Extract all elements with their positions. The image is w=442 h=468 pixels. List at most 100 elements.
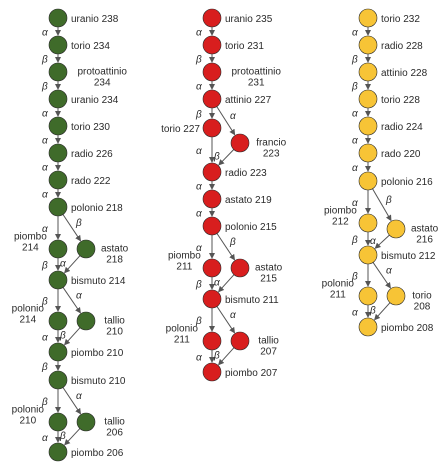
decay-arrow-po218-at218 <box>62 214 82 242</box>
decay-symbol-alpha: α <box>76 391 82 402</box>
decay-symbol-beta: β <box>41 261 48 272</box>
nuclide-label-po218: polonio 218 <box>71 203 123 214</box>
nuclide-label-line: tallio <box>104 316 125 327</box>
nuclide-label-line: 206 <box>106 428 123 439</box>
nuclide-node-th228 <box>358 89 378 109</box>
decay-symbol-alpha: α <box>196 182 202 193</box>
nuclide-label-line: bismuto 214 <box>71 276 126 287</box>
decay-symbol-alpha: α <box>352 308 358 319</box>
nuclide-label-line: francio <box>256 138 286 149</box>
nuclide-node-th234 <box>48 35 68 55</box>
decay-symbol-beta: β <box>59 331 66 342</box>
nuclide-node-pb206 <box>48 442 68 462</box>
nuclide-node-fr223 <box>230 133 250 153</box>
decay-symbol-alpha: α <box>214 278 220 289</box>
nuclide-node-tl207 <box>230 331 250 351</box>
nuclide-node-tl206 <box>76 412 96 432</box>
decay-symbol-beta: β <box>75 218 82 229</box>
nuclide-label-line: 210 <box>106 327 123 338</box>
nuclide-label-line: 231 <box>248 78 265 89</box>
nuclide-label-line: protoattinio <box>231 67 281 78</box>
decay-symbol-alpha: α <box>386 266 392 277</box>
nuclide-label-th228: torio 228 <box>381 95 420 106</box>
nuclide-label-line: radio 223 <box>225 168 267 179</box>
nuclide-label-bi210: bismuto 210 <box>71 376 126 387</box>
nuclide-label-po216: polonio 216 <box>381 177 433 188</box>
nuclide-node-tl210 <box>76 311 96 331</box>
nuclide-label-ra228: radio 228 <box>381 41 423 52</box>
nuclide-node-po218 <box>48 197 68 217</box>
nuclide-node-bi212 <box>358 245 378 265</box>
nuclide-label-line: 214 <box>19 315 36 326</box>
nuclide-node-th232 <box>358 8 378 28</box>
nuclide-label-line: rado 222 <box>71 176 111 187</box>
decay-symbol-beta: β <box>213 351 220 362</box>
decay-symbol-alpha: α <box>230 111 236 122</box>
nuclide-label-line: polonio <box>166 324 199 335</box>
decay-arrow-ac227-fr223 <box>216 106 236 136</box>
decay-symbol-alpha: α <box>196 353 202 364</box>
nuclide-label-line: attinio 227 <box>225 95 272 106</box>
nuclide-node-po210 <box>48 412 68 432</box>
decay-symbol-beta: β <box>351 272 358 283</box>
nuclide-label-ra226: radio 226 <box>71 149 113 160</box>
nuclide-node-u235 <box>202 8 222 28</box>
nuclide-label-line: polonio 215 <box>225 222 277 233</box>
nuclide-label-pb210: piombo 210 <box>71 348 124 359</box>
nuclide-label-line: bismuto 212 <box>381 251 436 262</box>
nuclide-node-pa231 <box>202 62 222 82</box>
decay-symbol-alpha: α <box>352 28 358 39</box>
nuclide-node-pb214 <box>48 239 68 259</box>
nuclide-label-rn222: rado 222 <box>71 176 111 187</box>
decay-symbol-alpha: α <box>60 259 66 270</box>
nuclide-label-line: tallio <box>104 417 125 428</box>
nuclide-label-at219: astato 219 <box>225 195 272 206</box>
decay-symbol-beta: β <box>369 306 376 317</box>
nuclide-label-bi212: bismuto 212 <box>381 251 436 262</box>
decay-symbol-alpha: α <box>42 190 48 201</box>
decay-arrow-tl208-pb208 <box>374 302 391 321</box>
nuclide-node-ra226 <box>48 143 68 163</box>
decay-symbol-alpha: α <box>42 333 48 344</box>
nuclide-label-line: piombo 207 <box>225 368 278 379</box>
decay-symbol-beta: β <box>195 55 202 66</box>
nuclide-label-ac228: attinio 228 <box>381 68 428 79</box>
decay-arrow-bi212-tl208 <box>372 262 391 289</box>
decay-arrow-bi211-tl207 <box>216 306 236 334</box>
nuclide-node-pb212 <box>358 213 378 233</box>
decay-symbol-alpha: α <box>42 163 48 174</box>
nuclide-label-line: torio 231 <box>225 41 264 52</box>
nuclide-node-po216 <box>358 171 378 191</box>
decay-symbol-beta: β <box>41 82 48 93</box>
decay-symbol-alpha: α <box>42 136 48 147</box>
nuclide-label-line: uranio 238 <box>71 14 119 25</box>
nuclide-label-pb208: piombo 208 <box>381 323 434 334</box>
nuclide-label-th232: torio 232 <box>381 14 420 25</box>
decay-arrow-at215-bi211 <box>218 274 235 293</box>
nuclide-label-line: protoattinio <box>77 67 127 78</box>
nuclide-label-line: 207 <box>260 347 277 358</box>
nuclide-label-line: torio 227 <box>161 124 200 135</box>
nuclide-label-line: piombo <box>168 251 201 262</box>
nuclide-label-line: torio 232 <box>381 14 420 25</box>
decay-symbol-beta: β <box>351 235 358 246</box>
decay-symbol-beta: β <box>41 362 48 373</box>
nuclide-label-line: radio 224 <box>381 122 423 133</box>
nuclide-label-line: torio <box>412 291 432 302</box>
decay-symbol-beta: β <box>195 110 202 121</box>
nuclide-label-line: polonio <box>12 405 45 416</box>
nuclide-label-ac227: attinio 227 <box>225 95 272 106</box>
nuclide-label-line: 210 <box>19 416 36 427</box>
decay-arrow-po215-at215 <box>216 233 236 261</box>
